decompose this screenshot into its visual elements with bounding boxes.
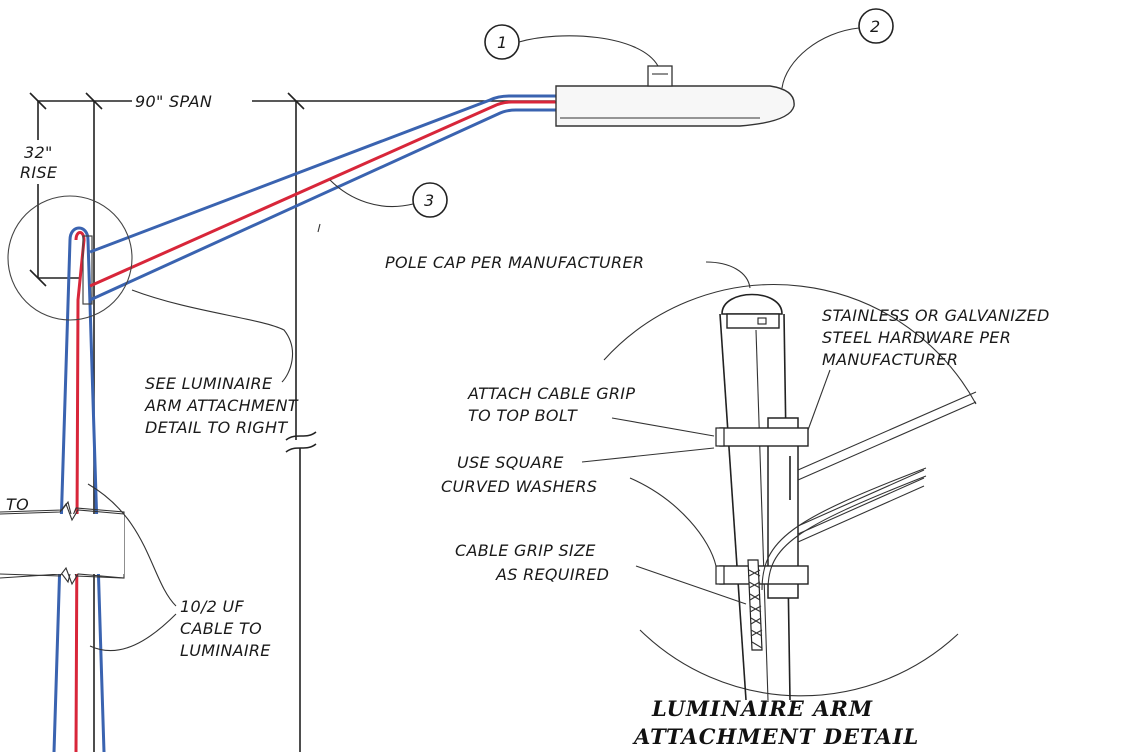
callout-1: 1 [484,24,659,67]
grip-size-note: CABLE GRIP SIZE AS REQUIRED [455,541,747,605]
svg-text:MANUFACTURER: MANUFACTURER [822,350,958,369]
luminaire-fixture [555,65,795,127]
callout-3: 3 [329,179,448,218]
svg-text:SEE LUMINAIRE: SEE LUMINAIRE [145,374,273,393]
rise-label: RISE [20,163,58,182]
pole-cap-note: POLE CAP PER MANUFACTURER [385,253,751,289]
svg-text:AS REQUIRED: AS REQUIRED [495,565,609,584]
cable-note: 10/2 UF CABLE TO LUMINAIRE [87,483,271,660]
callout-2: 2 [781,8,894,89]
svg-text:CURVED WASHERS: CURVED WASHERS [441,477,597,496]
svg-text:CABLE TO: CABLE TO [180,619,262,638]
svg-text:ARM ATTACHMENT: ARM ATTACHMENT [144,396,299,415]
svg-text:LUMINAIRE: LUMINAIRE [180,641,271,660]
attachment-detail-view [603,284,977,701]
svg-text:DETAIL TO RIGHT: DETAIL TO RIGHT [145,418,288,437]
attach-grip-note: ATTACH CABLE GRIP TO TOP BOLT [467,384,715,437]
detail-title: LUMINAIRE ARM ATTACHMENT DETAIL [632,696,919,749]
detail-reference-circle [7,195,133,321]
svg-text:ATTACHMENT DETAIL: ATTACHMENT DETAIL [632,724,919,749]
light-pole [52,226,106,752]
hardware-note: STAINLESS OR GALVANIZED STEEL HARDWARE P… [807,306,1050,431]
span-label: 90" SPAN [135,92,212,111]
svg-text:TO TOP BOLT: TO TOP BOLT [468,406,578,425]
detail-leader [131,289,294,383]
pole-break-symbol [0,500,125,586]
svg-text:POLE CAP PER MANUFACTURER: POLE CAP PER MANUFACTURER [385,253,644,272]
svg-text:1: 1 [497,33,507,52]
svg-text:STEEL HARDWARE PER: STEEL HARDWARE PER [822,328,1011,347]
svg-text:CABLE GRIP SIZE: CABLE GRIP SIZE [455,541,596,560]
to-label: TO [6,495,29,514]
svg-text:STAINLESS OR GALVANIZED: STAINLESS OR GALVANIZED [822,306,1050,325]
svg-text:ATTACH CABLE GRIP: ATTACH CABLE GRIP [467,384,635,403]
svg-text:USE SQUARE: USE SQUARE [457,453,564,472]
see-detail-note: SEE LUMINAIRE ARM ATTACHMENT DETAIL TO R… [144,374,299,437]
washers-note: USE SQUARE CURVED WASHERS [441,447,717,567]
rise-dimension: 32" RISE [18,101,80,287]
svg-text:LUMINAIRE ARM: LUMINAIRE ARM [651,696,873,721]
svg-text:2: 2 [870,17,880,36]
svg-text:10/2 UF: 10/2 UF [180,597,245,616]
rise-value: 32" [24,143,53,162]
arm-cables [89,94,556,302]
svg-text:3: 3 [424,191,434,210]
